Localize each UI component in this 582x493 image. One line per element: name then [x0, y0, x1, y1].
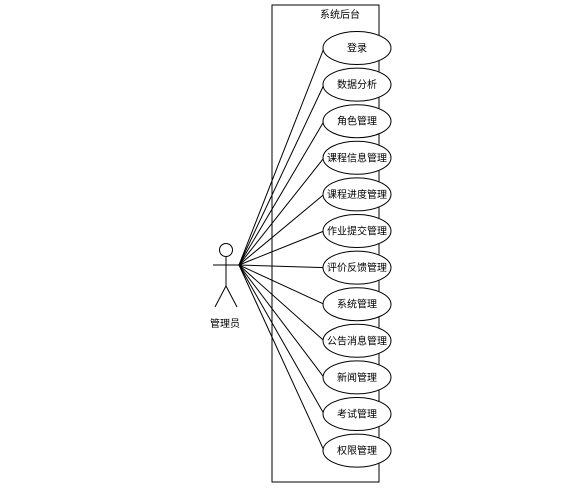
association-line [238, 194, 325, 266]
use-case-label: 数据分析 [337, 78, 377, 91]
association-line [238, 230, 325, 266]
actor-admin: 管理员 [210, 243, 240, 330]
use-case-ellipse [322, 67, 392, 102]
use-case-ellipse [322, 287, 392, 322]
use-case-label: 作业提交管理 [327, 225, 387, 238]
use-case: 课程进度管理 [322, 177, 392, 212]
use-case-label: 课程进度管理 [327, 188, 387, 201]
use-case: 考试管理 [322, 397, 392, 431]
use-case-label: 权限管理 [337, 444, 377, 457]
association-line [238, 264, 325, 269]
association-line [238, 264, 325, 451]
association-line [238, 47, 325, 266]
use-case: 课程信息管理 [322, 140, 392, 175]
use-case-ellipse [322, 104, 392, 139]
association-line [238, 264, 325, 378]
association-line [238, 264, 325, 342]
use-case-label: 公告消息管理 [327, 334, 387, 347]
use-case-ellipse [322, 433, 392, 468]
use-case: 登录 [322, 31, 392, 65]
use-case-label: 系统管理 [337, 298, 377, 311]
actor-label: 管理员 [210, 317, 240, 330]
use-case: 权限管理 [322, 433, 392, 468]
use-case-label: 角色管理 [337, 115, 377, 128]
use-case-label: 考试管理 [337, 408, 377, 421]
actor-head [219, 243, 233, 257]
association-line [238, 84, 325, 266]
use-case: 系统管理 [322, 287, 392, 322]
use-case: 公告消息管理 [322, 323, 392, 358]
use-case-label: 新闻管理 [337, 371, 377, 384]
use-case: 数据分析 [322, 67, 392, 102]
use-case-ellipse [322, 250, 392, 285]
use-case-ellipse [322, 214, 392, 248]
association-line [238, 120, 325, 266]
association-line [238, 157, 325, 266]
use-case-label: 登录 [347, 42, 367, 55]
use-case-ellipse [322, 323, 392, 358]
association-line [238, 264, 325, 415]
use-case: 作业提交管理 [322, 214, 392, 248]
system-title: 系统后台 [320, 8, 360, 21]
use-case-ellipse [322, 177, 392, 212]
actor-left-leg [214, 285, 227, 308]
use-case-ellipse [322, 360, 392, 395]
use-case-label: 课程信息管理 [327, 151, 387, 164]
use-case-ellipse [322, 397, 392, 431]
use-case-label: 评价反馈管理 [327, 261, 387, 274]
actor-right-leg [225, 285, 238, 308]
association-lines [238, 47, 325, 451]
use-case: 新闻管理 [322, 360, 392, 395]
use-case-ellipse [322, 31, 392, 65]
association-line [238, 264, 325, 305]
use-case: 角色管理 [322, 104, 392, 139]
use-case-group: 登录数据分析角色管理课程信息管理课程进度管理作业提交管理评价反馈管理系统管理公告… [322, 31, 392, 468]
use-case-ellipse [322, 140, 392, 175]
use-case: 评价反馈管理 [322, 250, 392, 285]
